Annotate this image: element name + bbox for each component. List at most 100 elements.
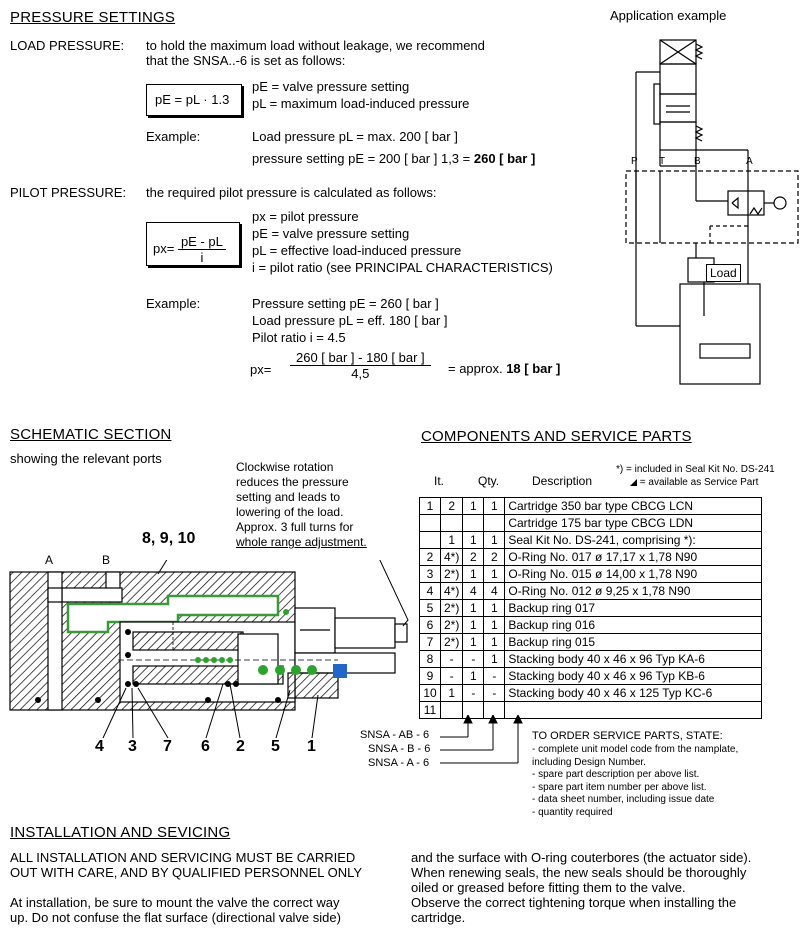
order-list: - complete unit model code from the namp… — [532, 744, 738, 819]
cell-desc — [504, 701, 763, 719]
example-2-numerator: 260 [ bar ] - 180 [ bar ] — [290, 350, 431, 366]
cell-desc: Cartridge 175 bar type CBCG LDN — [504, 514, 763, 532]
order-item-3: - spare part description per above list. — [532, 769, 700, 780]
formula-pilot-left: px= — [153, 240, 175, 256]
example-2-result: 18 [ bar ] — [506, 361, 561, 376]
example-2-line-1: Pressure setting pE = 260 [ bar ] — [252, 296, 439, 311]
cell-desc: Backup ring 017 — [504, 599, 763, 617]
cell-q3: 1 — [483, 565, 506, 583]
model-snsa-a-6: SNSA - A - 6 — [368, 757, 430, 769]
cell-it: 2 — [419, 548, 441, 566]
note-line-1: Clockwise rotation — [236, 460, 334, 474]
formula-pilot-denominator: i — [200, 250, 204, 265]
order-item-4: - spare part item number per above list. — [532, 781, 707, 793]
cell-q3: 1 — [483, 497, 506, 515]
callout-8-9-10: 8, 9, 10 — [142, 530, 196, 547]
callout-2: 2 — [236, 738, 245, 755]
cell-q1 — [439, 514, 464, 532]
cell-it — [419, 531, 441, 549]
cell-q1: 1 — [439, 684, 464, 702]
definition-pl-2: pL = effective load-induced pressure — [252, 243, 462, 258]
schematic-note: Clockwise rotation reduces the pressure … — [236, 460, 367, 550]
note-line-4: lowering of the load. — [236, 505, 344, 519]
callout-7: 7 — [163, 738, 172, 755]
cell-q1: 2*) — [439, 565, 464, 583]
model-snsa-b-6: SNSA - B - 6 — [368, 743, 431, 755]
cell-q3: - — [483, 667, 506, 685]
schematic-label-b: B — [102, 553, 111, 567]
port-b: B — [694, 156, 701, 167]
load-pressure-text-2: that the SNSA..-6 is set as follows: — [146, 53, 346, 68]
callout-5: 5 — [271, 738, 280, 755]
example-2-fraction: 260 [ bar ] - 180 [ bar ]4,5 — [290, 350, 431, 381]
application-hydraulic-diagram — [625, 39, 799, 385]
cell-it: 3 — [419, 565, 441, 583]
cell-q1: - — [439, 650, 464, 668]
cell-q3: 1 — [483, 616, 506, 634]
legend-seal-kit: *) = included in Seal Kit No. DS-241 — [616, 464, 775, 475]
cell-q3: - — [483, 684, 506, 702]
model-snsa-ab-6: SNSA - AB - 6 — [360, 729, 430, 741]
cell-q2: 1 — [462, 667, 485, 685]
note-line-2: reduces the pressure — [236, 475, 349, 489]
cell-it: 4 — [419, 582, 441, 600]
example-2-denominator: 4,5 — [351, 366, 370, 381]
formula-load: pE = pL · 1.3 — [155, 92, 230, 107]
pilot-pressure-text: the required pilot pressure is calculate… — [146, 185, 437, 200]
cell-it: 1 — [419, 497, 441, 515]
cell-q1: 2*) — [439, 616, 464, 634]
definition-pe-2: pE = valve pressure setting — [252, 226, 410, 241]
cell-q3: 1 — [483, 599, 506, 617]
cell-desc: Stacking body 40 x 46 x 125 Typ KC-6 — [504, 684, 763, 702]
schematic-subtitle: showing the relevant ports — [10, 451, 162, 466]
cell-it: 10 — [419, 684, 441, 702]
schematic-section-drawing — [9, 560, 409, 739]
cell-desc: Stacking body 40 x 46 x 96 Typ KA-6 — [504, 650, 763, 668]
cell-desc: Stacking body 40 x 46 x 96 Typ KB-6 — [504, 667, 763, 685]
order-item-1: - complete unit model code from the namp… — [532, 744, 739, 755]
application-title: Application example — [610, 8, 727, 23]
legend-service-part: = available as Service Part — [630, 477, 758, 488]
pilot-pressure-label: PILOT PRESSURE: — [10, 185, 127, 200]
cell-q1 — [439, 701, 464, 719]
cell-desc: Cartridge 350 bar type CBCG LCN — [504, 497, 763, 515]
formula-pilot-numerator: pE - pL — [177, 234, 226, 250]
example-label-1: Example: — [146, 129, 201, 144]
table-row: 11 — [419, 701, 763, 719]
cell-desc: Backup ring 015 — [504, 633, 763, 651]
example-1-result: 260 [ bar ] — [473, 151, 536, 166]
example-1-line-1: Load pressure pL = max. 200 [ bar ] — [252, 129, 458, 144]
cell-it: 8 — [419, 650, 441, 668]
cell-q3: 1 — [483, 531, 506, 549]
cell-q2: 1 — [462, 633, 485, 651]
cell-q2: 4 — [462, 582, 485, 600]
example-2-line-2: Load pressure pL = eff. 180 [ bar ] — [252, 313, 448, 328]
cell-q2: 1 — [462, 531, 485, 549]
model-arrows — [440, 715, 523, 764]
cell-q3: 4 — [483, 582, 506, 600]
load-pressure-text-1: to hold the maximum load without leakage… — [146, 38, 485, 53]
schematic-title: SCHEMATIC SECTION — [10, 426, 172, 443]
cell-desc: O-Ring No. 017 ø 17,17 x 1,78 N90 — [504, 548, 763, 566]
cell-q3: 2 — [483, 548, 506, 566]
cell-desc: Backup ring 016 — [504, 616, 763, 634]
example-1-line-2: pressure setting pE = 200 [ bar ] 1,3 = … — [252, 151, 535, 166]
column-qty: Qty. — [478, 474, 500, 488]
cell-it: 7 — [419, 633, 441, 651]
cell-desc: O-Ring No. 012 ø 9,25 x 1,78 N90 — [504, 582, 763, 600]
example-2-result-text: = approx. — [448, 361, 507, 376]
installation-p1-line-1: At installation, be sure to mount the va… — [10, 895, 340, 910]
cell-q3: 1 — [483, 633, 506, 651]
installation-p2-line-2: When renewing seals, the new seals shoul… — [411, 865, 747, 880]
cell-q2 — [462, 514, 485, 532]
cell-q2: 1 — [462, 565, 485, 583]
cell-q2: 1 — [462, 616, 485, 634]
cell-it — [419, 514, 441, 532]
service-part-icon — [630, 478, 637, 486]
